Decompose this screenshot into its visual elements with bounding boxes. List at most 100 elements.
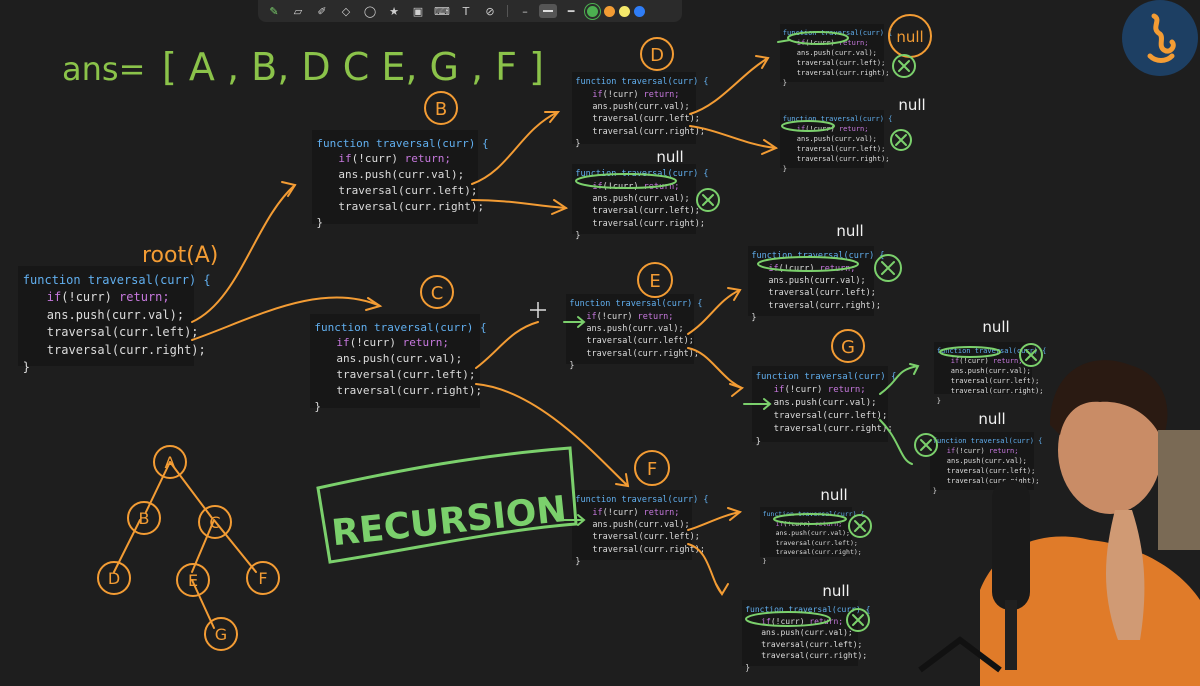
recursion-label: RECURSION — [330, 489, 569, 554]
code-block-G: function traversal(curr) {if(!curr) retu… — [752, 366, 896, 447]
cross-circle-3 — [696, 188, 720, 212]
eraser-icon[interactable]: ▱ — [293, 4, 303, 18]
code-line-push: ans.push(curr.val); — [796, 134, 877, 143]
arrow-B-to-Dleft-head — [551, 199, 569, 215]
color-picker-icon[interactable] — [634, 5, 645, 17]
drawing-toolbar: ✎ ▱ ✐ ◇ ◯ ★ ▣ ⌨ T ⊘ – ━ — [258, 0, 682, 22]
circle-G — [831, 329, 865, 363]
code-line-right: traversal(curr.right); — [46, 342, 206, 357]
cursor-crosshair — [530, 302, 546, 318]
code-line-left: traversal(curr.left); — [592, 532, 700, 543]
code-line-close: } — [316, 216, 324, 230]
highlighter-icon[interactable]: ✐ — [317, 4, 327, 18]
code-block-B: function traversal(curr) {if(!curr) retu… — [312, 130, 489, 229]
code-line-close: } — [575, 556, 581, 567]
code-line-push: ans.push(curr.val); — [586, 323, 684, 334]
code-block-D-left-right: function traversal(curr) {if(!curr) retu… — [780, 110, 892, 173]
code-line-base-case: if(!curr) return; — [761, 616, 844, 626]
label-B: B — [435, 99, 447, 120]
code-line-left: traversal(curr.left); — [768, 288, 876, 299]
code-line-signature: function traversal(curr) { — [316, 136, 489, 150]
code-line-left: traversal(curr.left); — [796, 144, 886, 153]
pen-icon[interactable]: ✎ — [269, 4, 279, 18]
toolbar-divider — [507, 5, 508, 17]
shapes-icon[interactable]: ◇ — [341, 4, 351, 18]
code-line-push: ans.push(curr.val); — [592, 193, 690, 204]
stroke-thin-option[interactable]: – — [522, 4, 528, 18]
code-line-left: traversal(curr.left); — [761, 639, 863, 649]
null-label-4: null — [836, 222, 863, 240]
code-line-close: } — [932, 487, 938, 496]
tree-label-B: B — [139, 509, 150, 528]
arrow-root-to-B-head — [281, 181, 297, 197]
tree-label-A: A — [165, 453, 176, 472]
code-line-left: traversal(curr.left); — [773, 410, 888, 421]
code-line-base-case: if(!curr) return; — [592, 507, 680, 518]
lasso-icon[interactable]: ◯ — [363, 4, 377, 18]
code-line-signature: function traversal(curr) { — [745, 605, 871, 614]
code-line-right: traversal(curr.right); — [592, 218, 705, 229]
code-line-close: } — [782, 79, 788, 88]
null-label-5: null — [982, 318, 1009, 336]
label-F: F — [647, 459, 657, 480]
arrow-D-to-Dll-head — [755, 55, 770, 69]
code-line-close: } — [782, 165, 788, 174]
code-line-close: } — [575, 230, 581, 241]
tree-node-A — [153, 445, 187, 479]
code-line-right: traversal(curr.right); — [761, 651, 868, 661]
color-swatch-green[interactable] — [584, 2, 601, 20]
null-label-2: null — [898, 96, 925, 114]
code-line-base-case: if(!curr) return; — [46, 290, 170, 305]
code-line-signature: function traversal(curr) { — [782, 28, 893, 37]
code-line-close: } — [936, 397, 942, 406]
code-line-right: traversal(curr.right); — [336, 384, 483, 398]
link-icon[interactable]: ⊘ — [485, 4, 495, 18]
arrow-F-to-Fright-head — [715, 583, 729, 596]
stroke-thick-option[interactable]: ━ — [567, 4, 575, 18]
code-block-F-left: function traversal(curr) {if(!curr) retu… — [760, 507, 864, 565]
code-block-D-left-left: function traversal(curr) {if(!curr) retu… — [780, 24, 893, 87]
arrow-F-to-Fleft — [687, 511, 741, 531]
code-line-push: ans.push(curr.val); — [592, 519, 690, 530]
tree-node-D — [97, 561, 131, 595]
sticker-icon[interactable]: ★ — [389, 4, 399, 18]
code-line-base-case: if(!curr) return; — [775, 519, 843, 528]
code-block-E: function traversal(curr) {if(!curr) retu… — [566, 294, 702, 371]
code-line-right: traversal(curr.right); — [773, 423, 893, 434]
code-line-signature: function traversal(curr) { — [22, 273, 211, 287]
code-line-push: ans.push(curr.val); — [775, 529, 850, 538]
code-line-base-case: if(!curr) return; — [768, 263, 856, 274]
tree-label-F: F — [258, 569, 267, 588]
code-line-base-case: if(!curr) return; — [773, 384, 866, 395]
label-G: G — [841, 337, 855, 358]
code-line-close: } — [569, 360, 575, 371]
tree-node-B — [127, 501, 161, 535]
circle-D — [640, 37, 674, 71]
image-icon[interactable]: ▣ — [412, 4, 424, 18]
tree-node-E — [176, 563, 210, 597]
color-swatch-yellow[interactable] — [619, 5, 630, 17]
code-line-right: traversal(curr.right); — [592, 126, 705, 137]
text-icon[interactable]: T — [462, 4, 470, 18]
arrow-E-to-Eleft — [687, 289, 741, 335]
stroke-medium-option[interactable] — [539, 4, 557, 18]
code-line-signature: function traversal(curr) { — [932, 436, 1043, 445]
code-line-base-case: if(!curr) return; — [796, 38, 869, 47]
recursion-box — [316, 446, 578, 564]
code-block-root: function traversal(curr) { if(!curr) retu… — [18, 266, 211, 374]
code-block-E-left: function traversal(curr) {if(!curr) retu… — [748, 246, 884, 323]
cross-circle-7 — [848, 514, 872, 538]
code-line-right: traversal(curr.right); — [796, 69, 890, 78]
arrow-E-to-G-head — [729, 383, 745, 397]
keyboard-icon[interactable]: ⌨ — [434, 4, 450, 18]
code-line-base-case: if(!curr) return; — [950, 356, 1023, 365]
root-label: root(A) — [142, 243, 218, 268]
code-line-close: } — [314, 400, 322, 414]
code-line-base-case: if(!curr) return; — [592, 181, 680, 192]
code-block-C: function traversal(curr) {if(!curr) retu… — [310, 314, 487, 413]
color-swatch-orange[interactable] — [604, 5, 615, 17]
code-block-F-right: function traversal(curr) { if(!curr) retu… — [742, 600, 871, 672]
tree-label-D: D — [108, 569, 120, 588]
code-line-push: ans.push(curr.val); — [592, 101, 690, 112]
